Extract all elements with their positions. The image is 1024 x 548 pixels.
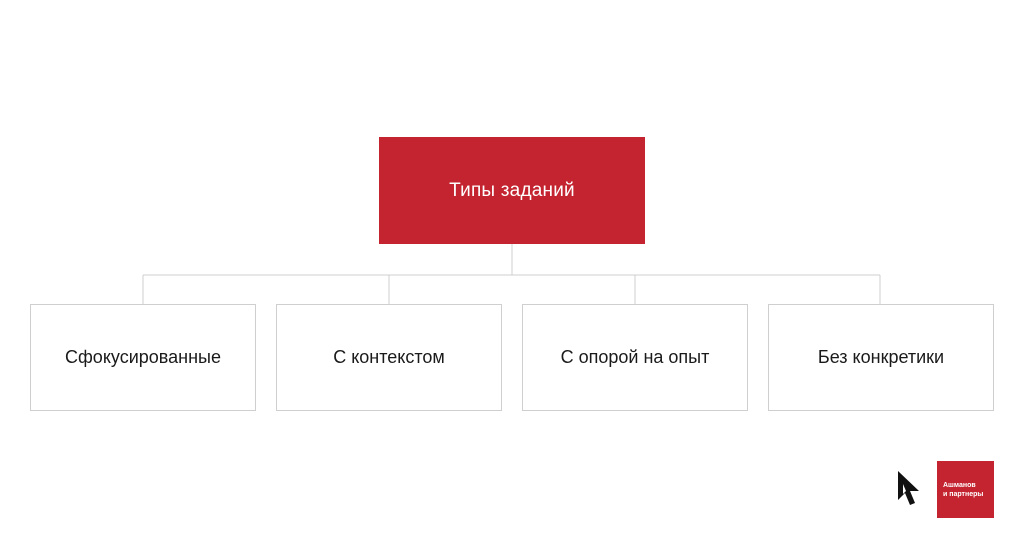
child-node-nonspecific: Без конкретики: [768, 304, 994, 411]
child-node-label: Сфокусированные: [65, 347, 221, 367]
root-node: Типы заданий: [379, 137, 645, 244]
child-node-context: С контекстом: [276, 304, 502, 411]
root-node-label: Типы заданий: [449, 179, 575, 201]
logo-line-1: Ашманов: [943, 481, 976, 489]
child-node-focused: Сфокусированные: [30, 304, 256, 411]
child-node-label: Без конкретики: [817, 347, 945, 367]
child-node-label: С опорой на опыт: [560, 347, 710, 367]
cursor-arrow-icon: [898, 471, 919, 505]
company-logo: Ашманов и партнеры: [937, 461, 994, 518]
child-node-label: С контекстом: [333, 347, 445, 367]
child-node-experience: С опорой на опыт: [522, 304, 748, 411]
logo-line-2: и партнеры: [943, 490, 984, 498]
